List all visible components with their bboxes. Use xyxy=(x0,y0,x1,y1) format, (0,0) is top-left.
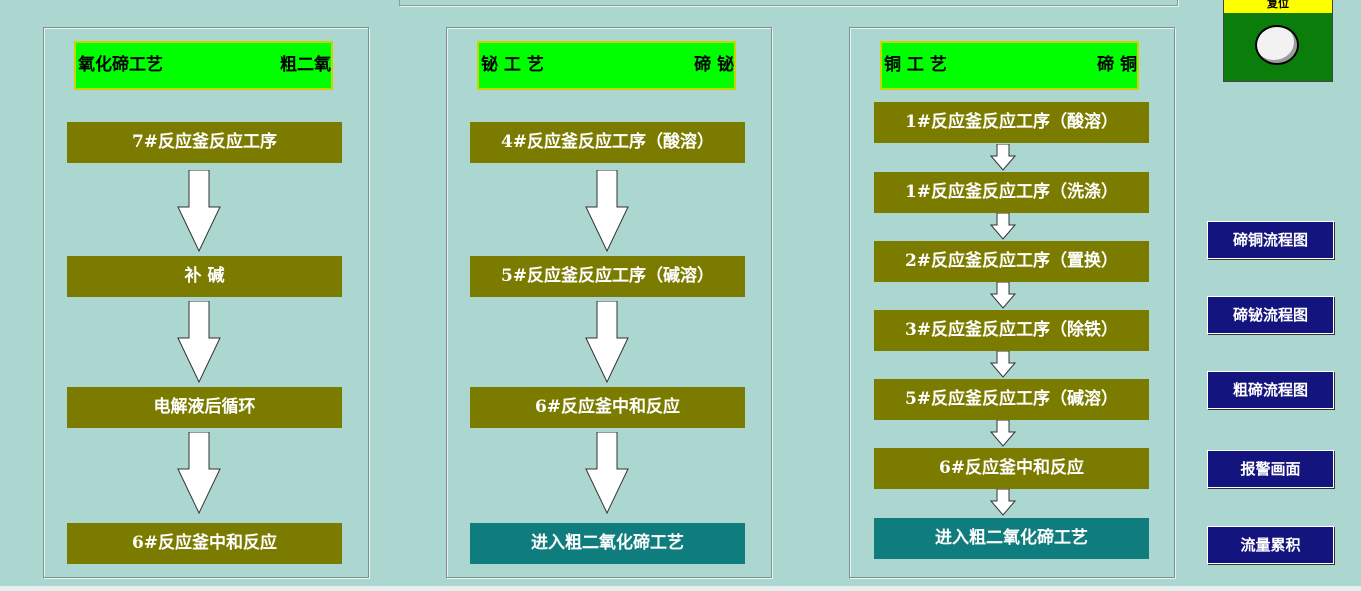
panel1-step-4[interactable]: 6#反应釜中和反应 xyxy=(67,523,342,564)
top-frame xyxy=(399,0,1178,6)
panel3-step-1[interactable]: 1#反应釜反应工序（酸溶） xyxy=(874,102,1149,143)
down-arrow-icon xyxy=(585,301,629,383)
panel3-step-3[interactable]: 2#反应釜反应工序（置换） xyxy=(874,241,1149,282)
down-arrow-icon xyxy=(990,282,1016,309)
panel1-title: 氧化碲工艺 粗二氧 xyxy=(74,41,333,90)
nav-button-tellurium-bismuth[interactable]: 碲铋流程图 xyxy=(1207,296,1334,334)
panel2-step-3[interactable]: 6#反应釜中和反应 xyxy=(470,387,745,428)
down-arrow-icon xyxy=(585,170,629,252)
panel-bismuth-process xyxy=(446,27,772,578)
panel3-step-2[interactable]: 1#反应釜反应工序（洗涤） xyxy=(874,172,1149,213)
panel2-title-right: 碲 铋 xyxy=(694,55,734,75)
nav-button-tellurium-copper[interactable]: 碲铜流程图 xyxy=(1207,221,1334,259)
panel1-title-right: 粗二氧 xyxy=(280,55,331,75)
down-arrow-icon xyxy=(177,170,221,252)
panel2-step-1[interactable]: 4#反应釜反应工序（酸溶） xyxy=(470,122,745,163)
reset-button[interactable] xyxy=(1255,25,1299,65)
panel3-step-5[interactable]: 5#反应釜反应工序（碱溶） xyxy=(874,379,1149,420)
panel1-step-1[interactable]: 7#反应釜反应工序 xyxy=(67,122,342,163)
panel3-step-6[interactable]: 6#反应釜中和反应 xyxy=(874,448,1149,489)
panel2-step-2[interactable]: 5#反应釜反应工序（碱溶） xyxy=(470,256,745,297)
down-arrow-icon xyxy=(990,144,1016,171)
down-arrow-icon xyxy=(990,420,1016,447)
down-arrow-icon xyxy=(990,213,1016,240)
panel3-step-7[interactable]: 进入粗二氧化碲工艺 xyxy=(874,518,1149,559)
panel3-title-left: 铜 工 艺 xyxy=(884,55,947,75)
panel2-title: 铋 工 艺 碲 铋 xyxy=(477,41,736,90)
panel-tellurium-dioxide-process xyxy=(43,27,369,578)
panel2-title-left: 铋 工 艺 xyxy=(481,55,544,75)
down-arrow-icon xyxy=(177,301,221,383)
nav-button-crude-tellurium[interactable]: 粗碲流程图 xyxy=(1207,371,1334,409)
panel-copper-process xyxy=(849,27,1175,578)
down-arrow-icon xyxy=(177,432,221,514)
panel1-title-left: 氧化碲工艺 xyxy=(78,55,163,75)
panel1-step-2[interactable]: 补 碱 xyxy=(67,256,342,297)
reset-panel: 复位 xyxy=(1223,0,1333,82)
down-arrow-icon xyxy=(990,351,1016,378)
panel3-title: 铜 工 艺 碲 铜 xyxy=(880,41,1139,90)
nav-button-alarm[interactable]: 报警画面 xyxy=(1207,450,1334,488)
down-arrow-icon xyxy=(990,489,1016,516)
down-arrow-icon xyxy=(585,432,629,514)
panel3-step-4[interactable]: 3#反应釜反应工序（除铁） xyxy=(874,310,1149,351)
panel1-step-3[interactable]: 电解液后循环 xyxy=(67,387,342,428)
panel2-step-4[interactable]: 进入粗二氧化碲工艺 xyxy=(470,523,745,564)
reset-label: 复位 xyxy=(1224,0,1332,13)
nav-button-flow-total[interactable]: 流量累积 xyxy=(1207,526,1334,564)
panel3-title-right: 碲 铜 xyxy=(1097,55,1137,75)
bottom-bar xyxy=(0,586,1361,591)
